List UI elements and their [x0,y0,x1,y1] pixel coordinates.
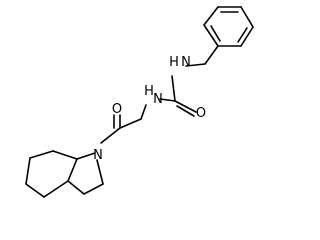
bond [67,180,85,195]
bond [204,45,219,65]
bond [119,118,142,129]
bond [52,150,78,160]
atom-label-n: N [181,55,191,70]
bond [100,127,121,144]
molecule-canvas: H N H N O O N [25,6,254,198]
atom-label-o: O [112,102,122,117]
bond [140,104,147,120]
bond [96,159,104,185]
atom-label-h: H [169,55,179,70]
bond [176,105,195,117]
bond [174,100,197,113]
bond [67,158,78,182]
bond [83,183,104,195]
benzene-ring [203,6,254,47]
bond [76,152,96,160]
atom-label-o: O [196,106,206,121]
atom-label-n: N [93,148,103,163]
bond [240,6,254,28]
atom-label-h: H [144,84,154,99]
bond [210,25,221,42]
bicyclic-ring [25,150,104,198]
bond [171,75,176,102]
bond [25,183,45,198]
bond [240,26,254,47]
bond [29,150,54,159]
bond [25,157,31,185]
bond [203,6,219,26]
bond [203,24,219,47]
structure-diagram: H N H N O O N [25,6,254,198]
atom-label-n: N [153,92,163,107]
bond [43,180,69,198]
bond [185,63,206,67]
bond [237,27,248,43]
bond [159,98,176,102]
